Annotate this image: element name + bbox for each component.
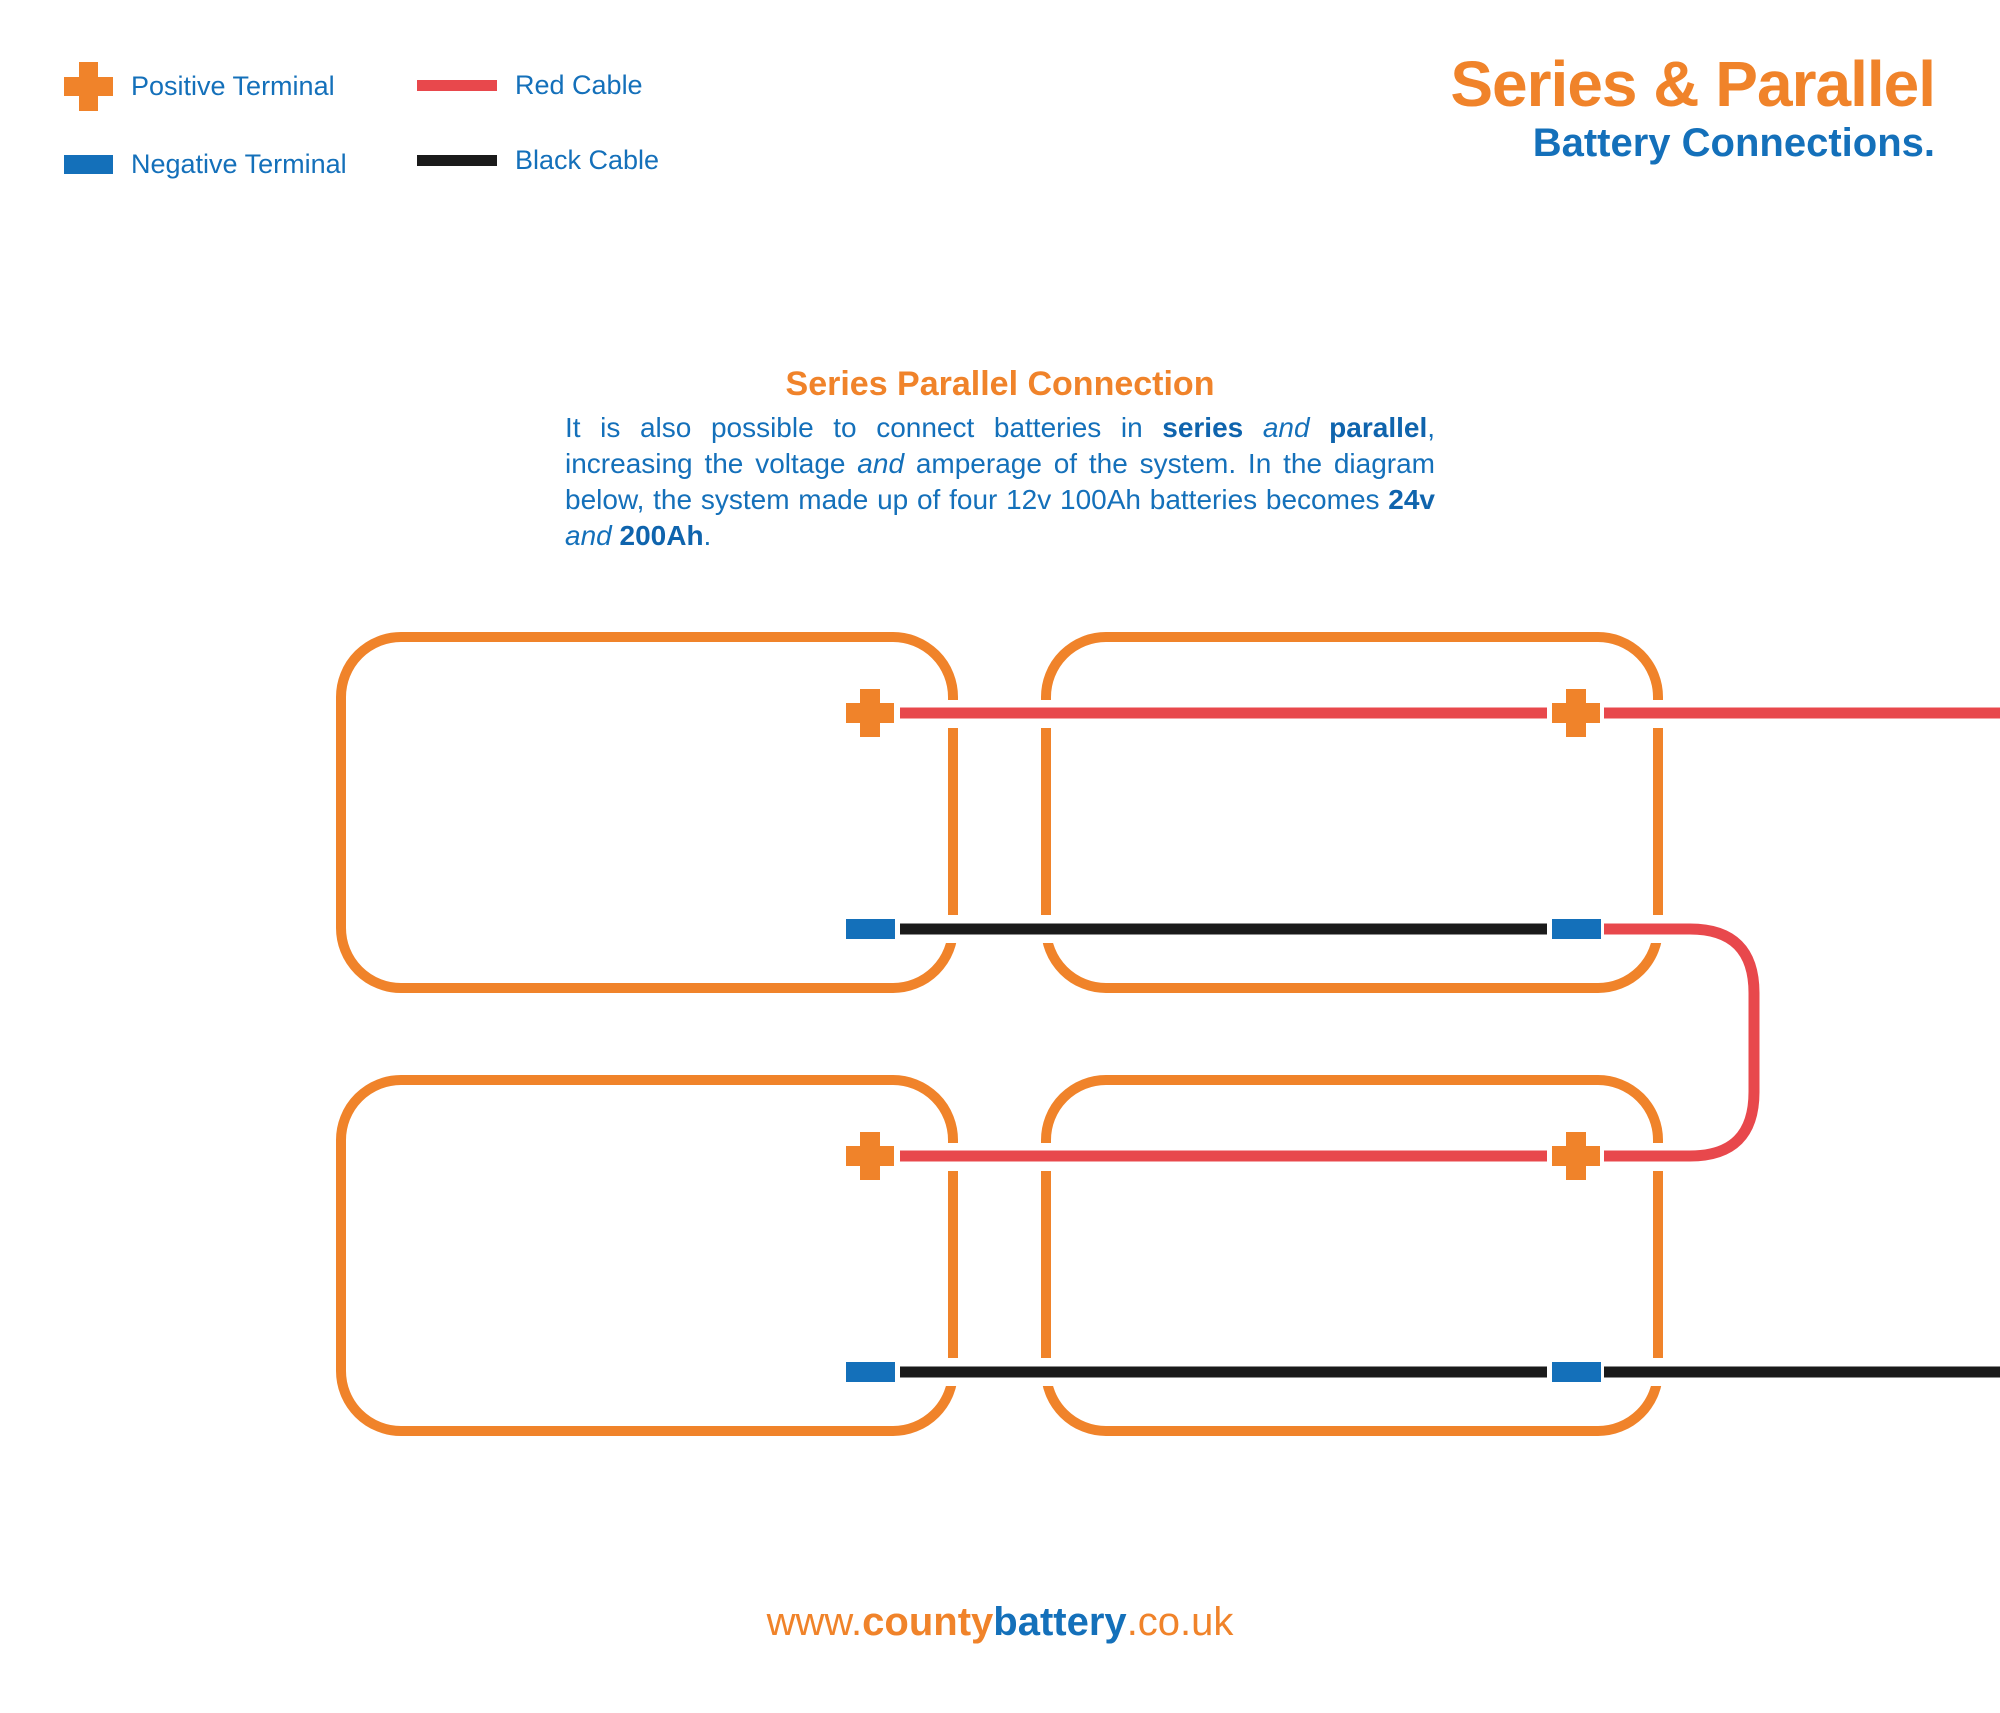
battery-bottom-right bbox=[1041, 1075, 1663, 1436]
legend-red-cable: Red Cable bbox=[417, 70, 643, 101]
legend-negative: Negative Terminal bbox=[64, 149, 347, 180]
page-header: Series & Parallel Battery Connections. bbox=[1450, 48, 1936, 166]
legend-red-cable-label: Red Cable bbox=[515, 70, 643, 100]
body-bold-24v: 24v bbox=[1388, 484, 1435, 515]
positive-terminal-icon bbox=[846, 689, 894, 737]
battery-bottom-left bbox=[336, 1075, 958, 1436]
footer-suffix: .co.uk bbox=[1126, 1600, 1234, 1644]
body-italic-and: and bbox=[565, 520, 612, 551]
positive-terminal-icon bbox=[1552, 689, 1600, 737]
negative-terminal-icon bbox=[846, 1362, 895, 1382]
section-description: It is also possible to connect batteries… bbox=[565, 410, 1435, 554]
legend-positive-label: Positive Terminal bbox=[131, 71, 335, 101]
footer-county: county bbox=[862, 1600, 994, 1644]
legend-black-cable-label: Black Cable bbox=[515, 145, 660, 175]
red-cable-swatch bbox=[417, 80, 497, 91]
legend-black-cable: Black Cable bbox=[417, 145, 659, 176]
footer-website: www.countybattery.co.uk bbox=[0, 1600, 2000, 1645]
negative-terminal-icon bbox=[64, 155, 113, 174]
body-italic-and: and bbox=[1262, 412, 1310, 443]
body-bold-series: series bbox=[1162, 412, 1244, 443]
body-bold-200ah: 200Ah bbox=[619, 520, 704, 551]
footer-prefix: www. bbox=[766, 1600, 863, 1644]
battery-top-left bbox=[336, 632, 958, 993]
battery-top-right bbox=[1041, 632, 1663, 993]
body-text: It is also possible to connect batteries… bbox=[565, 412, 1163, 443]
cable-gaps bbox=[944, 700, 1667, 1386]
positive-terminal-icon bbox=[1552, 1132, 1600, 1180]
legend-negative-label: Negative Terminal bbox=[131, 149, 347, 179]
page-subtitle: Battery Connections. bbox=[1532, 121, 1935, 165]
body-text: amperage of the system. In the diagram b… bbox=[565, 448, 1435, 515]
body-text: . bbox=[703, 520, 712, 551]
footer-battery: battery bbox=[993, 1600, 1127, 1644]
page-title: Series & Parallel bbox=[1450, 48, 1936, 120]
positive-terminal-icon bbox=[846, 1132, 894, 1180]
section-title: Series Parallel Connection bbox=[785, 365, 1215, 403]
negative-terminal-icon bbox=[1552, 1362, 1601, 1382]
body-text: , increasing the voltage bbox=[565, 412, 1436, 479]
legend-positive: Positive Terminal bbox=[64, 62, 335, 111]
body-italic-and: and bbox=[857, 448, 905, 479]
positive-terminal-icon bbox=[64, 62, 113, 111]
body-bold-parallel: parallel bbox=[1329, 412, 1428, 443]
black-cable-swatch bbox=[417, 155, 497, 166]
negative-terminal-icon bbox=[1552, 919, 1601, 939]
negative-terminal-icon bbox=[846, 919, 895, 939]
red-cable-series-link bbox=[1604, 923, 1760, 1162]
